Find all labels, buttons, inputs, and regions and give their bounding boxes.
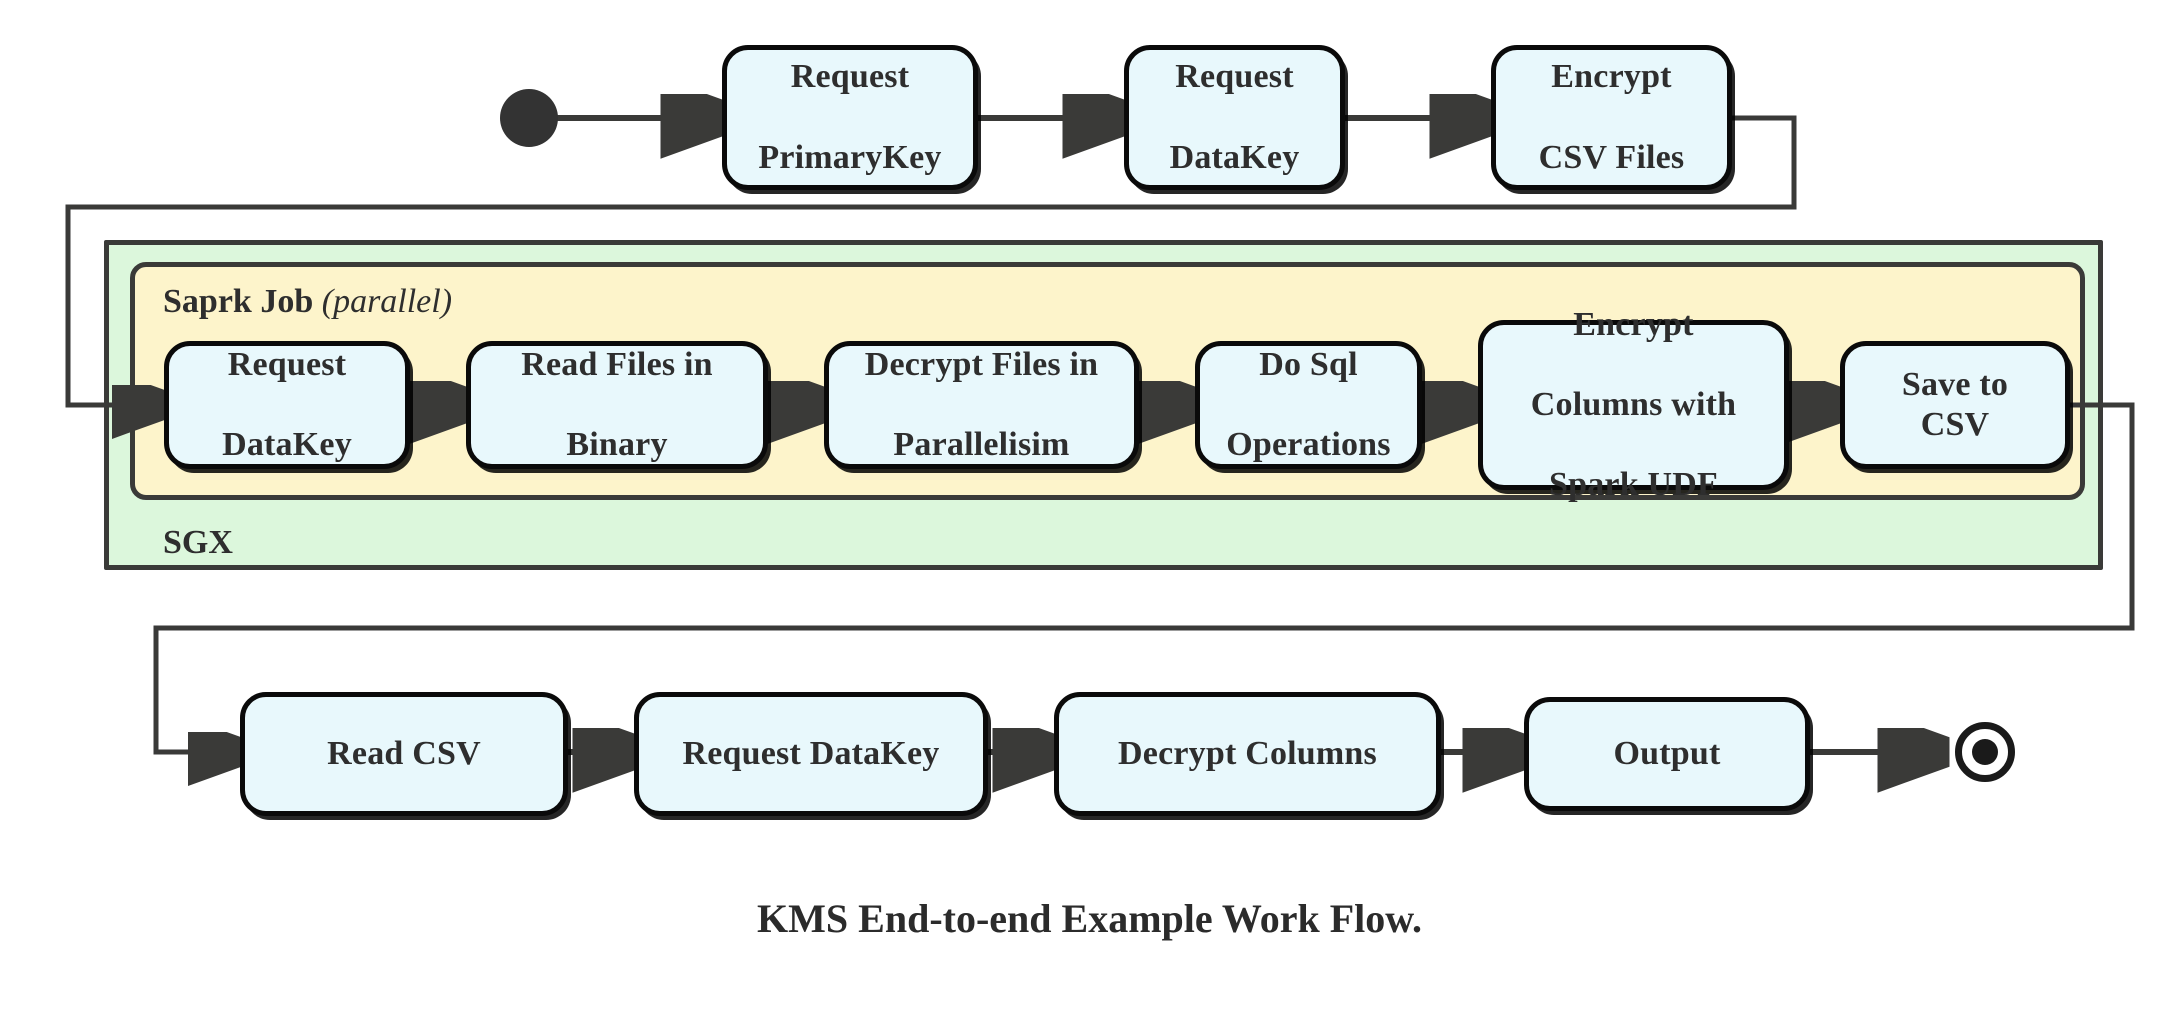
node-label: Encrypt Columns with Spark UDF: [1530, 305, 1737, 504]
node-label: Read CSV: [327, 734, 481, 772]
node-label: Save to CSV: [1901, 365, 2009, 443]
node-decrypt-columns[interactable]: Decrypt Columns: [1054, 692, 1441, 816]
spark-job-modifier: (parallel): [321, 283, 453, 320]
node-label: Request DataKey: [682, 734, 940, 772]
node-label: Request DataKey: [1169, 58, 1300, 176]
node-read-files-in-binary[interactable]: Read Files in Binary: [466, 341, 768, 469]
node-output[interactable]: Output: [1524, 697, 1810, 811]
node-label: Request PrimaryKey: [758, 58, 942, 176]
node-label: Decrypt Columns: [1118, 734, 1377, 772]
node-request-datakey-spark[interactable]: Request DataKey: [164, 341, 410, 469]
node-encrypt-csv-files[interactable]: Encrypt CSV Files: [1491, 45, 1732, 190]
node-label: Decrypt Files in Parallelisim: [864, 345, 1099, 464]
diagram-caption: KMS End-to-end Example Work Flow.: [757, 896, 1422, 941]
group-sgx-label: SGX: [163, 524, 233, 561]
node-read-csv[interactable]: Read CSV: [240, 692, 568, 816]
node-decrypt-files-in-parallelisim[interactable]: Decrypt Files in Parallelisim: [824, 341, 1139, 469]
group-spark-job-label: Saprk Job (parallel): [163, 283, 452, 321]
node-encrypt-columns-with-spark-udf[interactable]: Encrypt Columns with Spark UDF: [1478, 306, 1789, 503]
node-save-to-csv[interactable]: Save to CSV: [1840, 341, 2070, 469]
start-node: [500, 89, 558, 147]
node-label: Output: [1613, 734, 1721, 772]
node-request-datakey-top[interactable]: Request DataKey: [1124, 45, 1345, 190]
node-label: Read Files in Binary: [521, 345, 713, 464]
spark-job-label-text: Saprk Job: [163, 283, 314, 320]
node-label: Request DataKey: [222, 345, 352, 464]
node-do-sql-operations[interactable]: Do Sql Operations: [1195, 341, 1422, 469]
node-label: Do Sql Operations: [1226, 345, 1391, 464]
end-node: [1955, 722, 2015, 782]
node-request-primarykey[interactable]: Request PrimaryKey: [722, 45, 978, 190]
node-request-datakey-bottom[interactable]: Request DataKey: [634, 692, 988, 816]
node-label: Encrypt CSV Files: [1538, 58, 1685, 176]
